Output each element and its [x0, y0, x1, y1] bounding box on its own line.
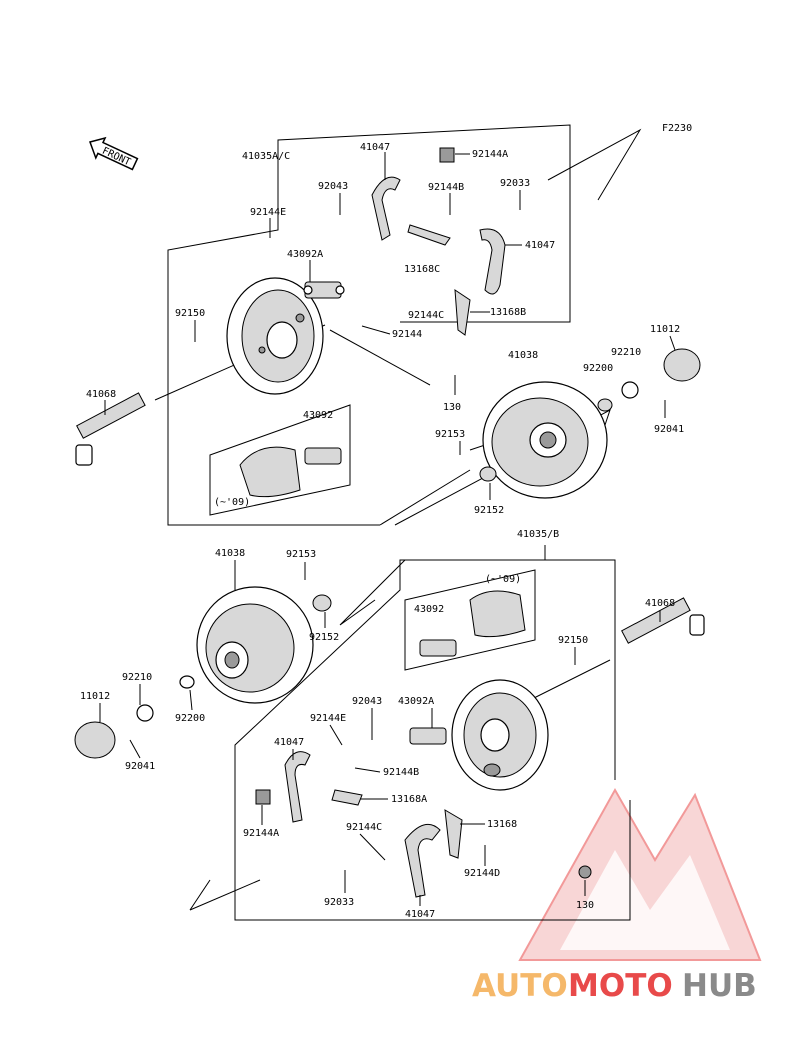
label-92152-top: 92152	[474, 505, 504, 516]
watermark-hub: HUB	[682, 968, 757, 1004]
watermark-moto: MOTO	[568, 968, 673, 1004]
label-130-bot: 130	[576, 900, 594, 911]
label-92200-bot: 92200	[175, 713, 205, 724]
inset-bottom-parts	[419, 590, 526, 657]
label-41068-top: 41068	[86, 389, 116, 400]
lever-13168	[444, 809, 463, 859]
label-43092-bot: 43092	[414, 604, 444, 615]
wheel-cylinder-top	[303, 281, 345, 299]
clip-bottom	[255, 789, 271, 805]
label-13168a: 13168A	[391, 794, 427, 805]
inset-top-parts	[239, 446, 342, 498]
label-09-top: (~'09)	[214, 497, 250, 508]
label-92144a-top: 92144A	[472, 149, 508, 160]
label-92144-top: 92144	[392, 329, 422, 340]
label-92150-top: 92150	[175, 308, 205, 319]
hub-cap-bottom	[74, 594, 332, 759]
label-130-top: 130	[443, 402, 461, 413]
hub-seal-top	[479, 348, 701, 482]
lever-13168b	[454, 289, 471, 336]
label-92153-top: 92153	[435, 429, 465, 440]
axle-shaft-bottom	[621, 597, 705, 644]
brake-drum-bottom	[196, 586, 314, 704]
label-92041-bot: 92041	[125, 761, 155, 772]
watermark-auto: AUTO	[472, 968, 568, 1004]
label-13168b: 13168B	[490, 307, 526, 318]
label-41047a: 41047	[360, 142, 390, 153]
brake-shoe-top-2	[479, 228, 506, 295]
lever-13168a	[331, 789, 363, 806]
brake-drum-top	[482, 381, 608, 499]
brake-shoe-top-1	[371, 176, 401, 241]
clip-top	[439, 147, 455, 163]
label-92043-top: 92043	[318, 181, 348, 192]
label-92144a-bot: 92144A	[243, 828, 279, 839]
label-92153-bot: 92153	[286, 549, 316, 560]
label-41047-bot1: 41047	[274, 737, 304, 748]
label-41038-bot: 41038	[215, 548, 245, 559]
label-92033-bot: 92033	[324, 897, 354, 908]
label-92200-top: 92200	[583, 363, 613, 374]
label-13168-bot: 13168	[487, 819, 517, 830]
label-92144b-top: 92144B	[428, 182, 464, 193]
label-92144e-top: 92144E	[250, 207, 286, 218]
wheel-cylinder-bottom	[409, 727, 447, 745]
part-labels: 41035A/C 41047 92144A 92043 92144B 92033…	[80, 142, 684, 920]
label-92144d: 92144D	[464, 868, 500, 879]
label-41047b: 41047	[525, 240, 555, 251]
label-41035b: 41035/B	[517, 529, 559, 540]
front-arrow-icon: FRONT	[89, 136, 139, 171]
label-41035ac: 41035A/C	[242, 151, 290, 162]
label-43092a-top: 43092A	[287, 249, 323, 260]
lever-13168c	[407, 224, 451, 246]
label-11012-bot: 11012	[80, 691, 110, 702]
brake-shoe-bottom-2	[404, 823, 441, 898]
backing-plate-top	[226, 277, 324, 395]
label-92041-top: 92041	[654, 424, 684, 435]
label-43092a-bot: 43092A	[398, 696, 434, 707]
leader-lines	[99, 152, 676, 906]
label-41038-top: 41038	[508, 350, 538, 361]
label-43092-top: 43092	[303, 410, 333, 421]
label-11012-top: 11012	[650, 324, 680, 335]
label-13168c: 13168C	[404, 264, 440, 275]
label-92152-bot: 92152	[309, 632, 339, 643]
label-09-bot: (~'09)	[485, 574, 521, 585]
watermark-logo: AUTO MOTO HUB	[472, 787, 762, 1004]
label-92144b-bot: 92144B	[383, 767, 419, 778]
label-92210-top: 92210	[611, 347, 641, 358]
label-41047-bot2: 41047	[405, 909, 435, 920]
label-92033-top: 92033	[500, 178, 530, 189]
label-92210-bot: 92210	[122, 672, 152, 683]
brake-shoe-bottom-1	[284, 751, 311, 823]
label-92144c-top: 92144C	[408, 310, 444, 321]
bottom-group-frame	[189, 545, 631, 921]
label-92150-bot: 92150	[558, 635, 588, 646]
figure-code: F2230	[662, 123, 692, 134]
label-92144e-bot: 92144E	[310, 713, 346, 724]
label-92144c-bot: 92144C	[346, 822, 382, 833]
label-92043-bot: 92043	[352, 696, 382, 707]
backing-plate-bottom	[451, 679, 549, 791]
axle-shaft-top	[75, 392, 146, 466]
label-41068-bot: 41068	[645, 598, 675, 609]
bolt-130-bottom	[578, 865, 592, 879]
